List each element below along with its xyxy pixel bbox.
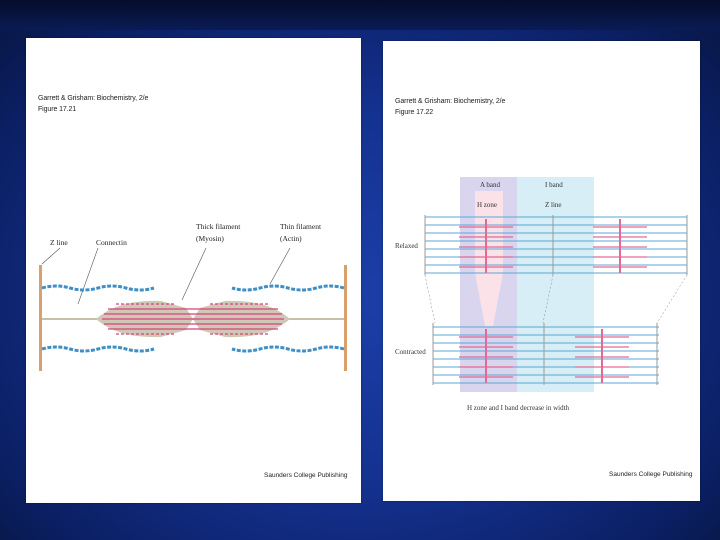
- label-h-zone: H zone: [477, 201, 497, 209]
- label-relaxed: Relaxed: [395, 242, 418, 250]
- slide-top-band: [0, 0, 720, 30]
- z-disc-left: [39, 265, 42, 371]
- figure-page-left: Garrett & Grisham: Biochemistry, 2/e Fig…: [26, 38, 361, 503]
- label-leader-lines: [42, 248, 290, 304]
- label-contracted: Contracted: [395, 348, 426, 356]
- label-width-note: H zone and I band decrease in width: [467, 404, 569, 412]
- publisher-credit: Saunders College Publishing: [264, 472, 347, 479]
- label-myosin: (Myosin): [196, 234, 224, 243]
- label-thick-filament: Thick filament: [196, 222, 240, 231]
- publisher-credit: Saunders College Publishing: [609, 471, 692, 478]
- label-z-line: Z line: [50, 238, 68, 247]
- z-disc-right: [344, 265, 347, 371]
- label-thin-filament: Thin filament: [280, 222, 321, 231]
- label-connectin: Connectin: [96, 238, 127, 247]
- myosin-thick-filament: [102, 304, 284, 334]
- label-actin: (Actin): [280, 234, 302, 243]
- i-band-shade: [517, 177, 594, 392]
- label-i-band: I band: [545, 181, 563, 189]
- label-z-line: Z line: [545, 201, 562, 209]
- figure-page-right: Garrett & Grisham: Biochemistry, 2/e Fig…: [383, 41, 700, 501]
- sarcomere-contraction-diagram: [383, 41, 700, 501]
- sarcomere-diagram: [26, 38, 361, 503]
- label-a-band: A band: [480, 181, 500, 189]
